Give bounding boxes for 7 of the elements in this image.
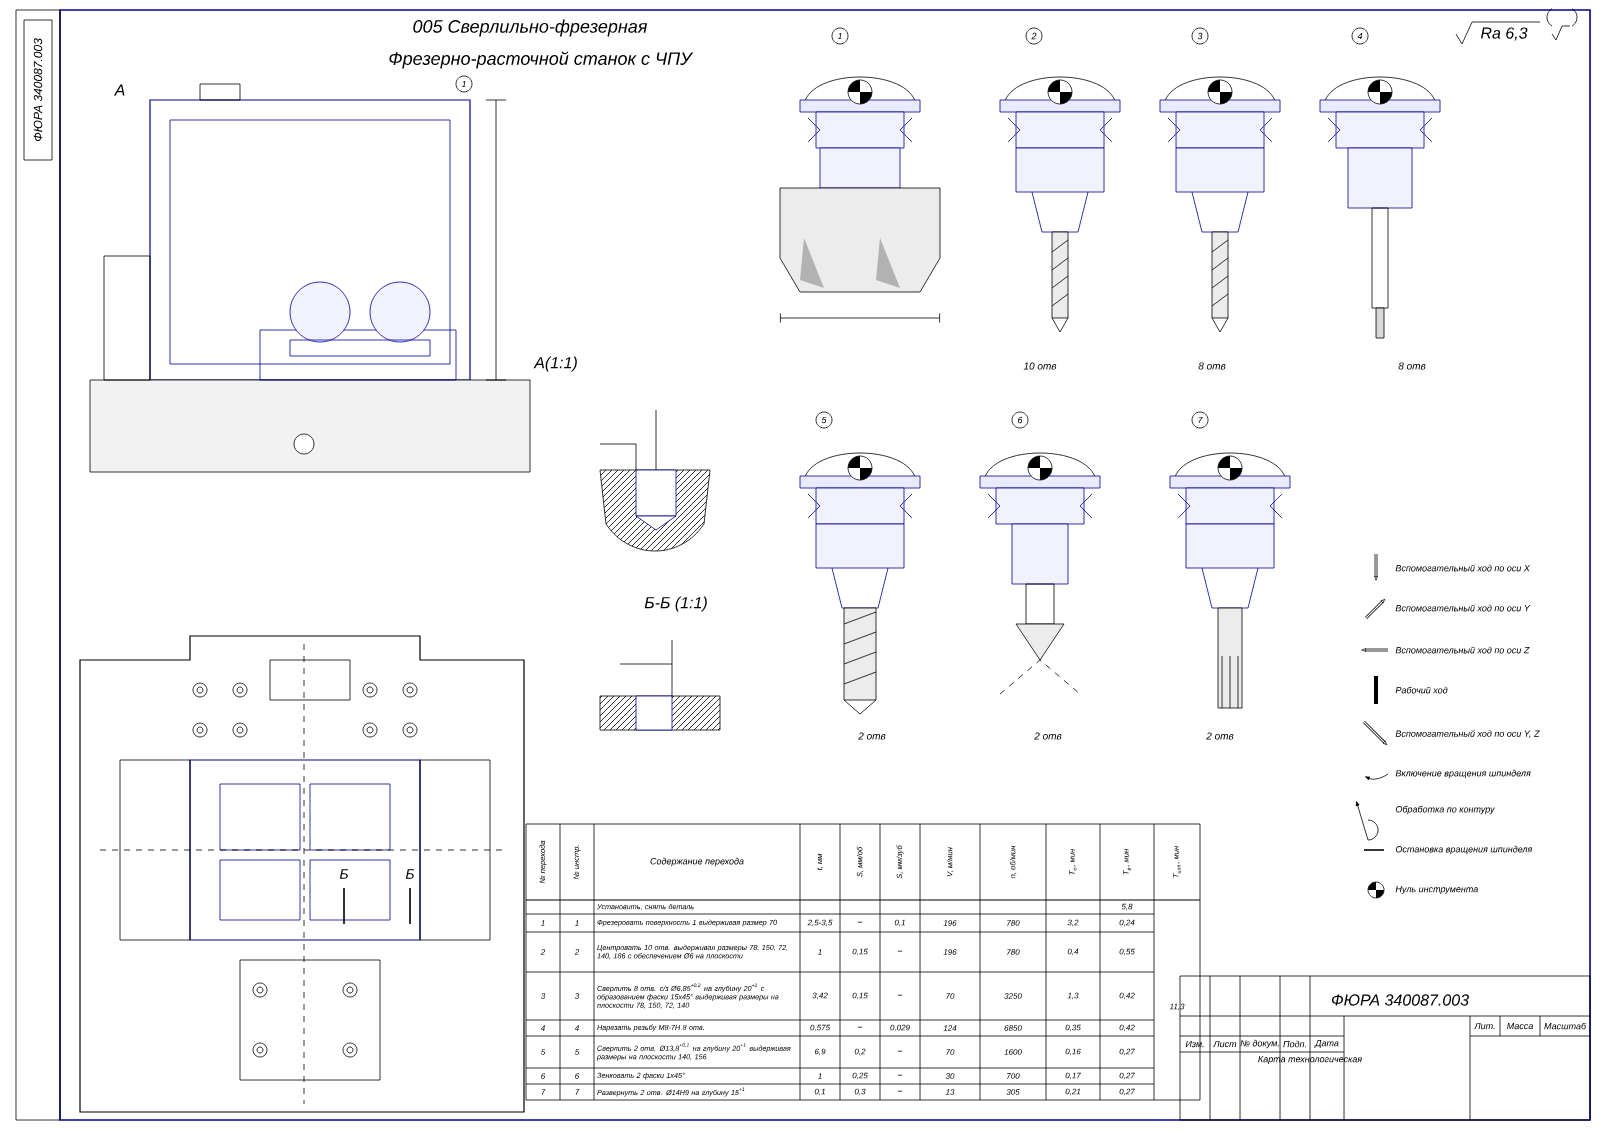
roughness-note: Ra 6,3 — [1480, 27, 1528, 41]
drawing-number: ФЮРА 340087.003 — [1331, 994, 1469, 1006]
subtitle: Фрезерно-расточной станок с ЧПУ — [389, 51, 694, 69]
view-label: А(1:1) — [533, 356, 577, 372]
view-label: А — [113, 84, 125, 96]
title: 005 Сверлильно-фрезерная — [413, 19, 648, 37]
view-label: Б-Б (1:1) — [644, 596, 707, 612]
